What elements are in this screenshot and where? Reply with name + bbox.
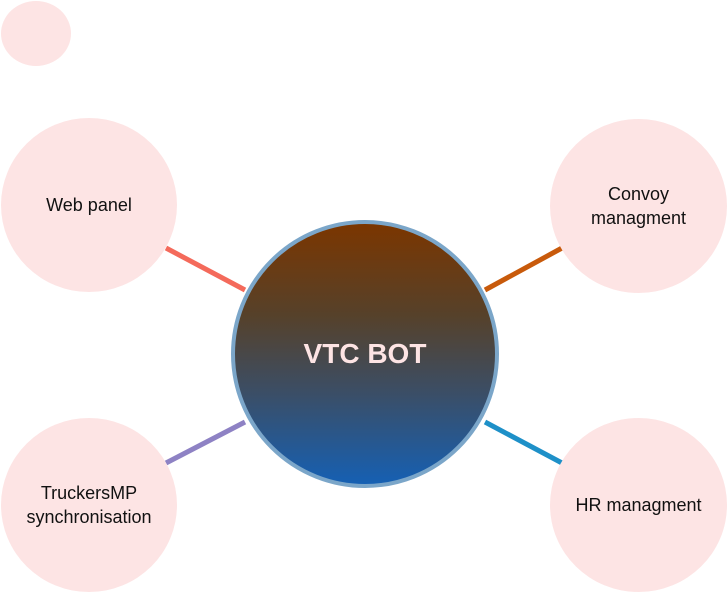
decorative-bubble [1, 1, 71, 66]
node-truckersmp-label: TruckersMP synchronisation [26, 483, 152, 527]
node-hr-managment: HR managment [550, 418, 727, 592]
node-convoy-label: Convoy managment [590, 184, 687, 228]
node-convoy-managment: Convoy managment [550, 119, 727, 293]
connector-hr [483, 419, 564, 466]
node-hr-label: HR managment [575, 495, 702, 515]
node-web-panel: Web panel [1, 118, 177, 292]
node-truckersmp-synchronisation: TruckersMP synchronisation [1, 418, 177, 592]
node-web-panel-label: Web panel [46, 195, 132, 215]
center-label: VTC BOT [303, 338, 427, 369]
connector-truckersmp [164, 419, 247, 466]
center-node-vtc-bot: VTC BOT [231, 220, 499, 488]
connector-web-panel [164, 245, 247, 293]
connector-convoy [483, 245, 564, 293]
